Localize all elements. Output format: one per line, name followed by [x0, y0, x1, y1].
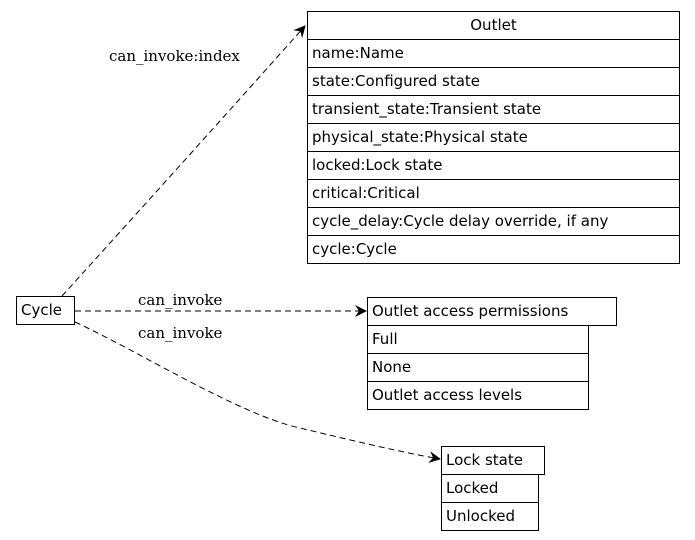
access-permissions-row: None — [367, 353, 589, 382]
outlet-row: cycle:Cycle — [307, 235, 680, 264]
access-permissions-row: Outlet access levels — [367, 381, 589, 410]
outlet-row: locked:Lock state — [307, 151, 680, 180]
edge-label-can-invoke-lock: can_invoke — [138, 324, 223, 342]
outlet-row: transient_state:Transient state — [307, 95, 680, 124]
outlet-row: physical_state:Physical state — [307, 123, 680, 152]
edge-cycle-to-outlet — [61, 25, 306, 297]
cycle-node: Cycle — [16, 296, 75, 325]
outlet-row: name:Name — [307, 39, 680, 68]
edge-label-can-invoke-index: can_invoke:index — [109, 47, 240, 65]
outlet-row: cycle_delay:Cycle delay override, if any — [307, 207, 680, 236]
lock-state-row: Unlocked — [441, 502, 539, 531]
edge-label-can-invoke-access: can_invoke — [138, 291, 223, 309]
lock-state-row: Locked — [441, 474, 539, 503]
outlet-row: critical:Critical — [307, 179, 680, 208]
outlet-row: state:Configured state — [307, 67, 680, 96]
edge-cycle-to-lock-state — [74, 321, 441, 464]
lock-state-title: Lock state — [441, 446, 545, 475]
access-permissions-title: Outlet access permissions — [367, 297, 617, 326]
outlet-table-title: Outlet — [307, 11, 680, 40]
access-permissions-row: Full — [367, 325, 589, 354]
